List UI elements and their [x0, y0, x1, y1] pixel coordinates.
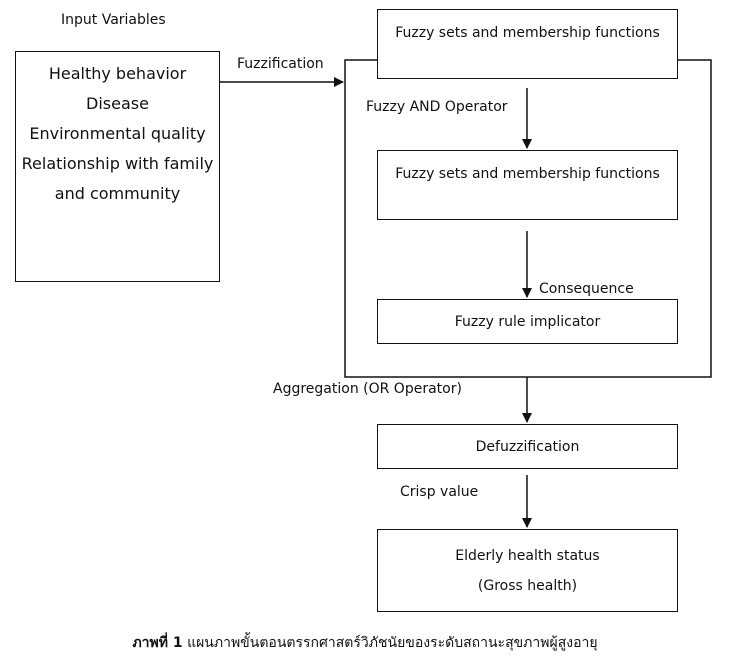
- label-consequence: Consequence: [539, 281, 634, 297]
- figure-caption: ภาพที่ 1 แผนภาพขั้นตอนตรรกศาสตร์วิภัชนัย…: [0, 632, 730, 654]
- label-fuzzification: Fuzzification: [237, 56, 324, 72]
- caption-number: ภาพที่ 1: [132, 635, 183, 651]
- input-item: Healthy behavior: [48, 64, 187, 83]
- input-item: Environmental quality: [29, 124, 206, 143]
- output-line-2: (Gross health): [477, 578, 578, 594]
- fuzzy-rule-implicator-label: Fuzzy rule implicator: [454, 314, 601, 330]
- label-and-operator: Fuzzy AND Operator: [366, 99, 508, 115]
- input-item: Disease: [86, 94, 149, 113]
- output-box: Elderly health status (Gross health): [377, 529, 678, 612]
- fuzzy-sets-box-2: Fuzzy sets and membership functions: [377, 150, 678, 220]
- label-crisp-value: Crisp value: [400, 484, 479, 500]
- fuzzy-sets-label-2: Fuzzy sets and membership functions: [395, 166, 660, 182]
- input-item: and community: [54, 184, 181, 203]
- caption-text: แผนภาพขั้นตอนตรรกศาสตร์วิภัชนัยของระดับส…: [187, 635, 598, 651]
- output-line-1: Elderly health status: [455, 548, 600, 564]
- defuzzification-label: Defuzzification: [475, 439, 580, 455]
- input-item: Relationship with family: [21, 154, 214, 173]
- fuzzy-sets-label-1: Fuzzy sets and membership functions: [395, 25, 660, 41]
- label-aggregation: Aggregation (OR Operator): [273, 381, 462, 397]
- input-variables-heading: Input Variables: [61, 12, 166, 28]
- fuzzy-sets-box-1: Fuzzy sets and membership functions: [377, 9, 678, 79]
- defuzzification-box: Defuzzification: [377, 424, 678, 469]
- input-variables-box: Healthy behavior Disease Environmental q…: [15, 51, 220, 282]
- fuzzy-rule-implicator-box: Fuzzy rule implicator: [377, 299, 678, 344]
